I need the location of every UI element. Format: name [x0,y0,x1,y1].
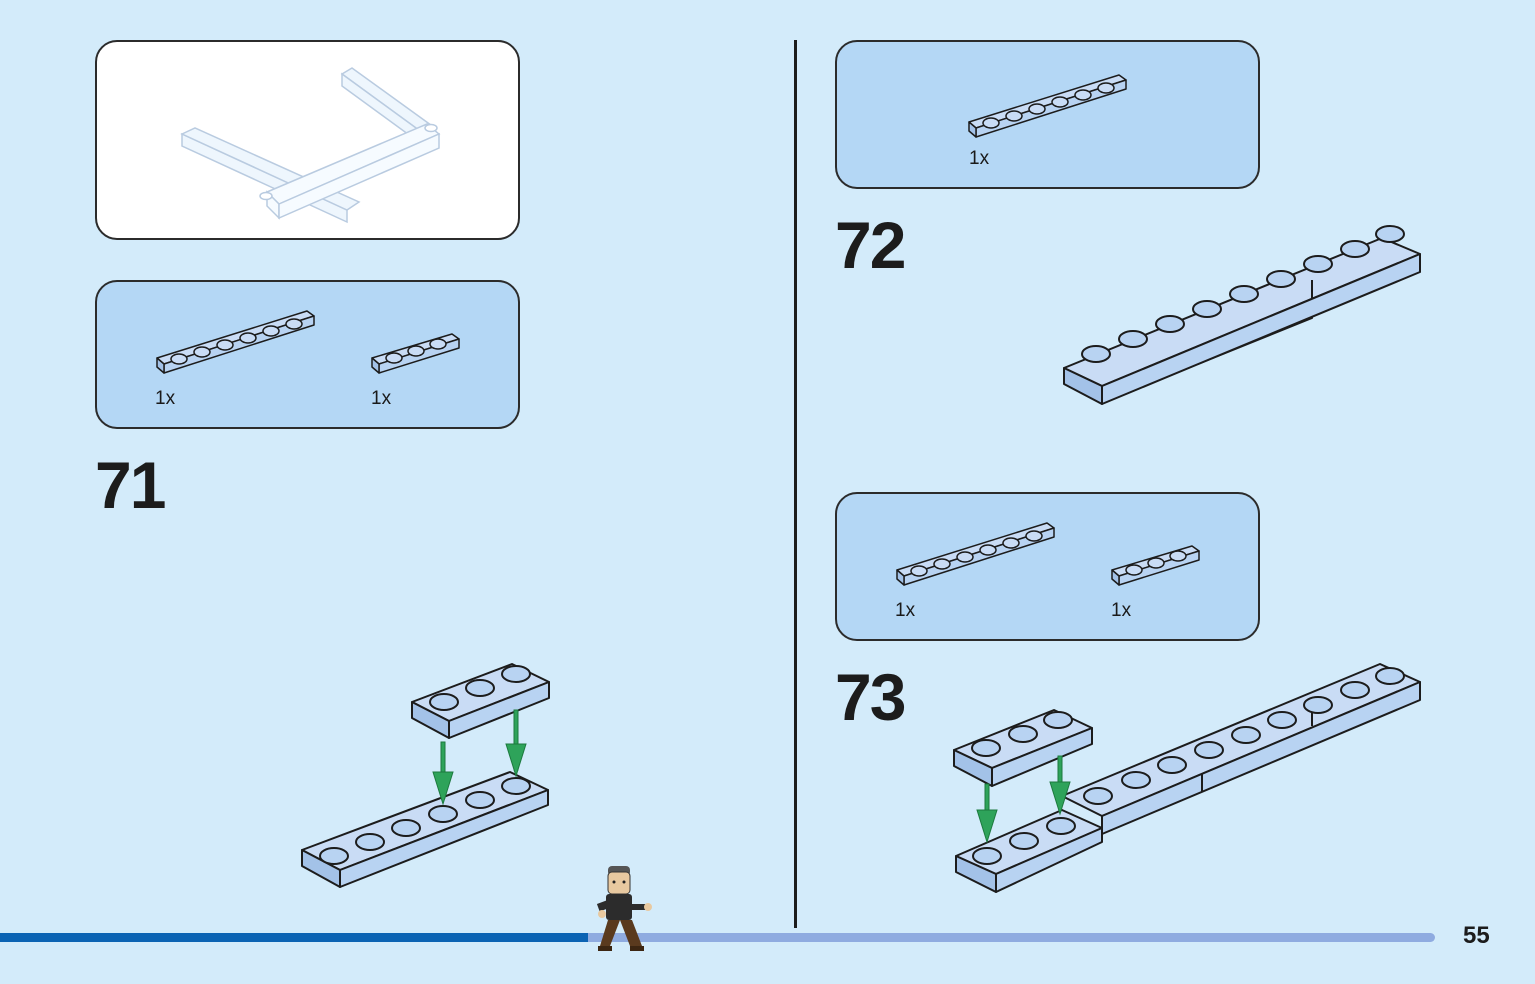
progress-fill [0,933,588,942]
part-quantity-label: 1x [155,388,176,409]
assembly-arrow-icon [976,755,1071,844]
part-quantity-label: 1x [895,600,916,621]
part-quantity-label: 1x [1111,600,1132,621]
page-number: 55 [1463,922,1490,949]
part-studs [170,318,303,365]
minifigure-walker-icon [596,866,652,951]
part-plate-1x3-icon [371,333,460,374]
step-71-parts-panel: 1x 1x [95,280,520,429]
step-72-build-illustration [1063,225,1421,405]
context-preview-panel [95,40,520,240]
progress-track [0,933,1435,942]
step-73-parts-panel: 1x 1x [835,492,1260,641]
progress-bar [0,933,1435,942]
previous-assembly-illustration [180,67,441,224]
part-plate-1x6-icon [156,310,315,374]
part-quantity-label: 1x [969,148,990,169]
part-quantity-label: 1x [371,388,392,409]
column-divider [794,40,797,928]
step-73-build-illustration [953,663,1421,893]
step-71-build-illustration [301,663,550,888]
step-number: 71 [95,448,166,522]
part-plate-1x3-icon [1111,545,1200,586]
step-number: 72 [835,208,906,282]
part-plate-1x6-icon [968,74,1127,138]
part-plate-1x6-icon [896,522,1055,586]
step-72-parts-panel: 1x [835,40,1260,189]
step-number: 73 [835,660,906,734]
assembly-arrow-icon [432,709,527,806]
